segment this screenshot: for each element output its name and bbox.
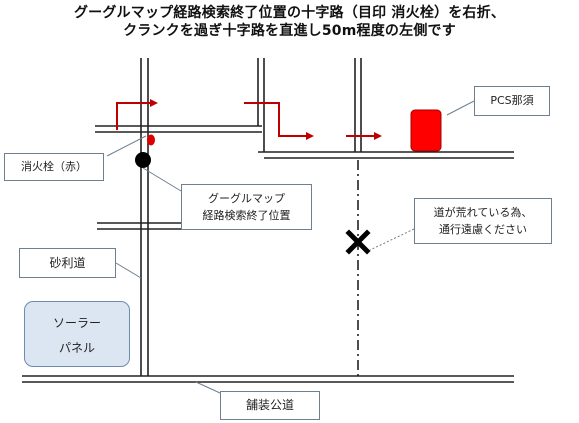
rough-road-label-line2: 通行遠慮ください bbox=[439, 223, 527, 236]
google-end-label-line2: 経路検索終了位置 bbox=[202, 209, 291, 222]
x-mark-icon bbox=[345, 229, 371, 255]
google-end-label-line1: グーグルマップ bbox=[208, 192, 285, 205]
rough-road-label: 道が荒れている為、 通行遠慮ください bbox=[414, 198, 552, 244]
gravel-road-label: 砂利道 bbox=[19, 248, 116, 278]
pcs-label: PCS那須 bbox=[474, 86, 550, 116]
paved-road-label: 舗装公道 bbox=[220, 391, 320, 420]
hydrant-marker bbox=[147, 134, 155, 146]
solar-label-line2: パネル bbox=[58, 341, 95, 355]
title-line-2: クランクを過ぎ十字路を直進し50m程度の左側です bbox=[123, 23, 456, 39]
rough-road-label-line1: 道が荒れている為、 bbox=[433, 206, 533, 219]
solar-panel: ソーラー パネル bbox=[24, 301, 130, 367]
title-line-1: グーグルマップ経路検索終了位置の十字路（目印 消火栓）を右折、 bbox=[73, 5, 506, 21]
roads bbox=[22, 58, 514, 383]
black-dot-icon bbox=[135, 152, 151, 168]
route-arrows bbox=[116, 99, 382, 140]
solar-label-line1: ソーラー bbox=[52, 316, 101, 330]
callout-lines bbox=[106, 100, 475, 394]
pcs-marker bbox=[410, 109, 442, 152]
hydrant-label: 消火栓（赤） bbox=[4, 153, 104, 181]
google-end-label: グーグルマップ 経路検索終了位置 bbox=[181, 184, 312, 230]
